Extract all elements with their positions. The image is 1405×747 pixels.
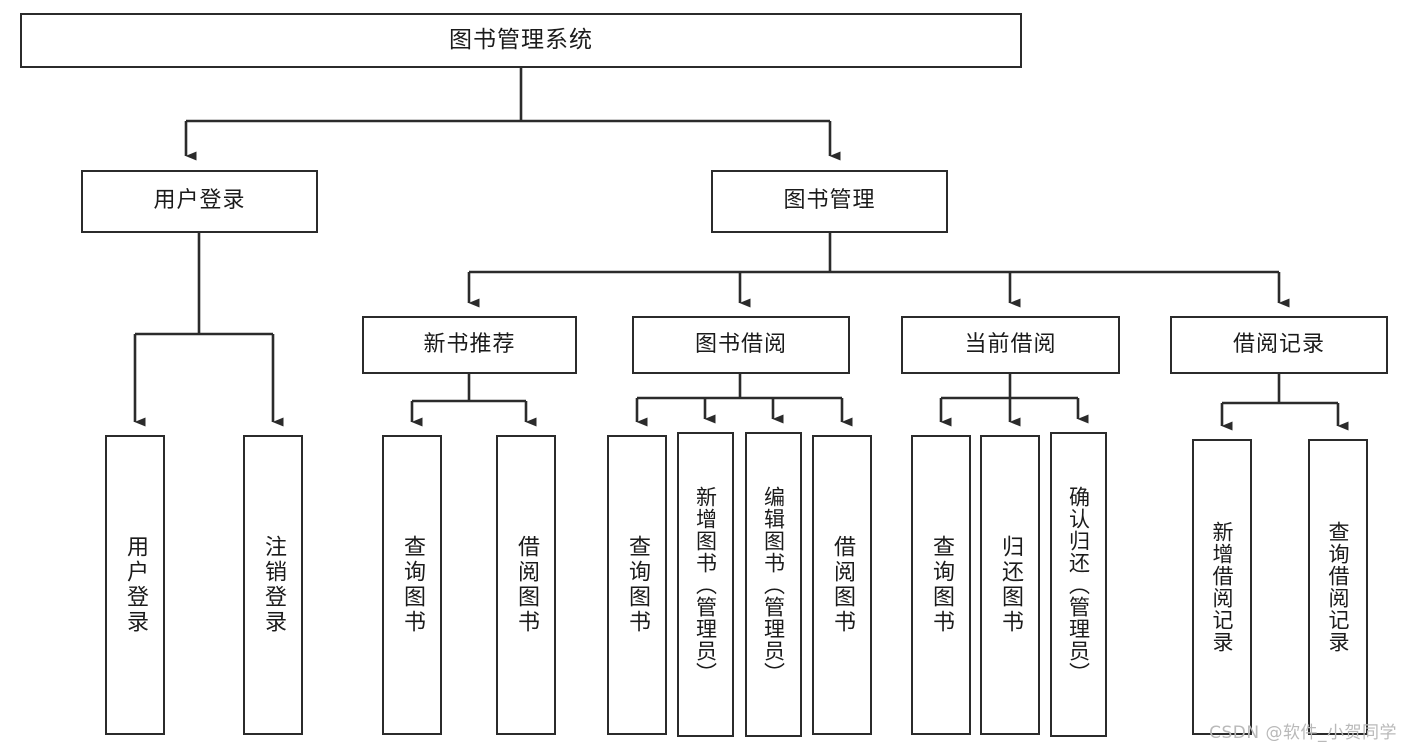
node-label: 图书管理系统 [449,26,593,53]
node-label: 新增借阅记录 [1210,521,1234,653]
leaf-add-borrow-record[interactable]: 新增借阅记录 [1192,439,1252,735]
leaf-user-login[interactable]: 用户登录 [105,435,165,735]
node-root-book-management-system[interactable]: 图书管理系统 [20,13,1022,68]
node-label: 用户登录 [123,535,148,635]
node-label: 图书借阅 [694,331,787,357]
node-label: 借阅图书 [514,535,539,635]
leaf-borrow-book-borrow[interactable]: 借阅图书 [812,435,872,735]
node-label: 借阅记录 [1232,331,1325,357]
node-label: 编辑图书（管理员） [761,485,786,684]
node-label: 查询图书 [625,535,650,635]
node-label: 归还图书 [998,535,1023,635]
node-label: 图书管理 [783,188,876,214]
leaf-query-borrow-record[interactable]: 查询借阅记录 [1308,439,1368,735]
node-label: 当前借阅 [964,331,1057,357]
leaf-logout-login[interactable]: 注销登录 [243,435,303,735]
node-label: 查询图书 [929,535,954,635]
leaf-return-book[interactable]: 归还图书 [980,435,1040,735]
node-label: 新增图书（管理员） [693,485,718,684]
node-current-borrow[interactable]: 当前借阅 [901,316,1120,374]
leaf-query-book-borrow[interactable]: 查询图书 [607,435,667,735]
node-label: 确认归还（管理员） [1066,485,1091,684]
node-borrow-record[interactable]: 借阅记录 [1170,316,1388,374]
leaf-borrow-book-recommend[interactable]: 借阅图书 [496,435,556,735]
node-label: 查询图书 [400,535,425,635]
node-book-borrow[interactable]: 图书借阅 [632,316,850,374]
node-label: 用户登录 [153,188,246,214]
node-label: 注销登录 [261,535,286,635]
node-label: 查询借阅记录 [1326,521,1350,653]
leaf-add-book-admin[interactable]: 新增图书（管理员） [677,432,734,737]
node-book-management[interactable]: 图书管理 [711,170,948,233]
node-label: 借阅图书 [830,535,855,635]
leaf-query-book-recommend[interactable]: 查询图书 [382,435,442,735]
node-new-book-recommend[interactable]: 新书推荐 [362,316,577,374]
leaf-confirm-return-admin[interactable]: 确认归还（管理员） [1050,432,1107,737]
node-label: 新书推荐 [423,331,516,357]
leaf-edit-book-admin[interactable]: 编辑图书（管理员） [745,432,802,737]
node-user-login[interactable]: 用户登录 [81,170,318,233]
leaf-query-book-current[interactable]: 查询图书 [911,435,971,735]
